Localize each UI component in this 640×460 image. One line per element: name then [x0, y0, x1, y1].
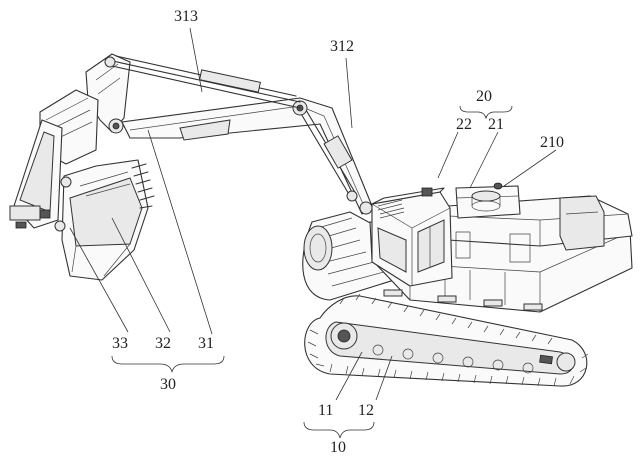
- label-312: 312: [330, 38, 354, 55]
- label-20: 20: [476, 88, 492, 105]
- group-braces: [111, 105, 513, 439]
- upper-structure: [369, 182, 633, 313]
- leader-lines: [69, 27, 557, 401]
- reference-labels: 313 312 20 22 21 210 33 32 31 30 11 12 1…: [112, 8, 564, 456]
- label-210: 210: [540, 134, 564, 151]
- label-22: 22: [456, 116, 472, 133]
- front-track: [304, 293, 589, 387]
- label-10: 10: [330, 439, 346, 455]
- label-32: 32: [155, 335, 171, 352]
- label-30: 30: [160, 376, 176, 393]
- label-21: 21: [488, 116, 504, 133]
- label-11: 11: [318, 402, 333, 419]
- bucket-assembly: [9, 89, 155, 281]
- label-31: 31: [198, 335, 214, 352]
- label-12: 12: [358, 402, 374, 419]
- boom: [121, 97, 373, 215]
- label-313: 313: [174, 8, 198, 25]
- label-33: 33: [112, 335, 128, 352]
